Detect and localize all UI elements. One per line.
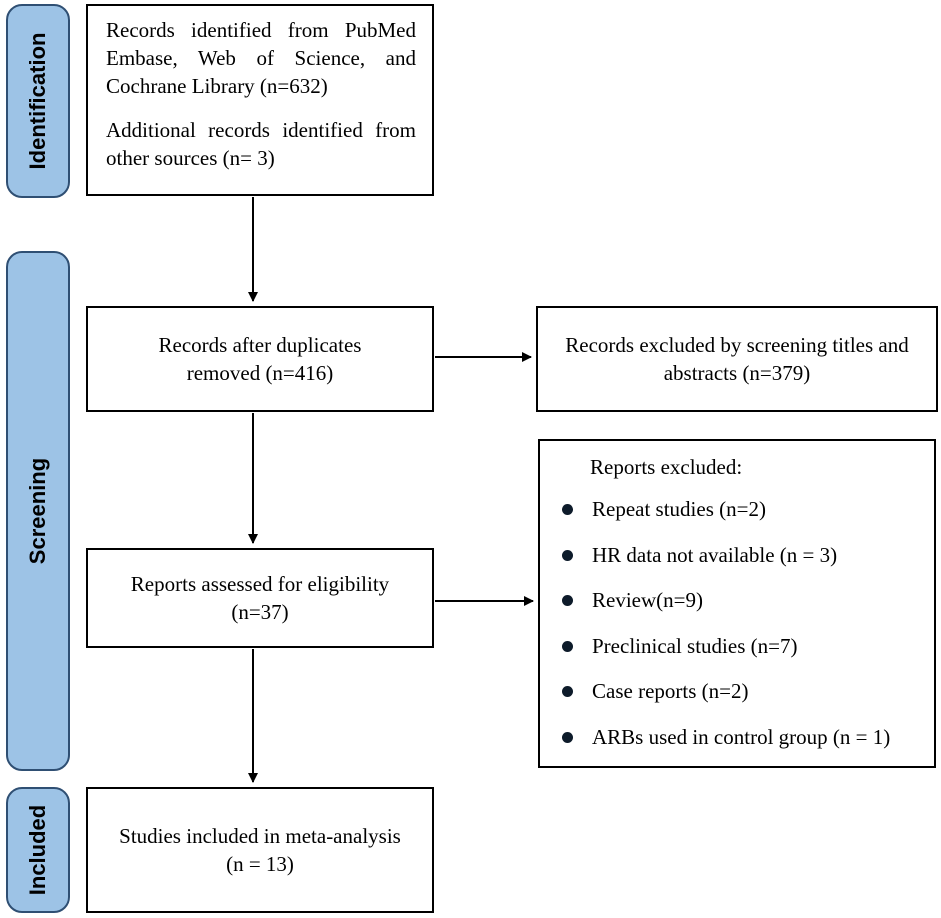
excluded-reason: Repeat studies (n=2) xyxy=(592,497,766,521)
records-identified-box: Records identified from PubMed Embase, W… xyxy=(86,4,434,196)
bullet-icon xyxy=(562,731,573,743)
excluded-reason: Case reports (n=2) xyxy=(592,679,749,704)
reports-excluded-list: Repeat studies (n=2) HR data not availab… xyxy=(562,495,890,769)
records-after-duplicates-box: Records after duplicates removed (n=416) xyxy=(86,306,434,412)
bullet-icon xyxy=(562,595,573,607)
excluded-reason: Preclinical studies (n=7) xyxy=(592,633,798,658)
reports-excluded-box: Reports excluded: Repeat studies (n=2) H… xyxy=(538,439,936,768)
bullet-icon xyxy=(562,686,573,698)
bullet-icon xyxy=(562,640,573,652)
list-item: Repeat studies (n=2) xyxy=(562,495,890,541)
records-databases-text: Records identified from PubMed Embase, W… xyxy=(106,18,416,98)
reports-assessed-text: Reports assessed for eligibility (n=37) xyxy=(130,572,390,624)
list-item: Case reports (n=2) xyxy=(562,677,890,723)
list-item: Preclinical studies (n=7) xyxy=(562,632,890,678)
studies-included-box: Studies included in meta-analysis (n = 1… xyxy=(86,787,434,913)
records-after-duplicates-text: Records after duplicates removed (n=416) xyxy=(158,333,362,385)
records-other-text: Additional records identified from other… xyxy=(106,118,416,170)
studies-included-text: Studies included in meta-analysis (n = 1… xyxy=(119,824,401,876)
bullet-icon xyxy=(562,504,573,515)
excluded-reason: Review(n=9) xyxy=(592,588,703,613)
phase-included: Included xyxy=(6,787,70,913)
phase-identification: Identification xyxy=(6,4,70,198)
bullet-icon xyxy=(562,549,573,561)
phase-screening: Screening xyxy=(6,251,70,771)
records-excluded-box: Records excluded by screening titles and… xyxy=(536,306,938,412)
records-excluded-text: Records excluded by screening titles and… xyxy=(565,333,909,385)
list-item: HR data not available (n = 3) xyxy=(562,541,890,587)
excluded-reason: ARBs used in control group (n = 1) xyxy=(592,724,891,749)
excluded-reason: HR data not available (n = 3) xyxy=(592,542,838,567)
reports-assessed-box: Reports assessed for eligibility (n=37) xyxy=(86,548,434,648)
reports-excluded-title: Reports excluded: xyxy=(590,455,743,479)
list-item: ARBs used in control group (n = 1) xyxy=(562,723,890,769)
list-item: Review(n=9) xyxy=(562,586,890,632)
